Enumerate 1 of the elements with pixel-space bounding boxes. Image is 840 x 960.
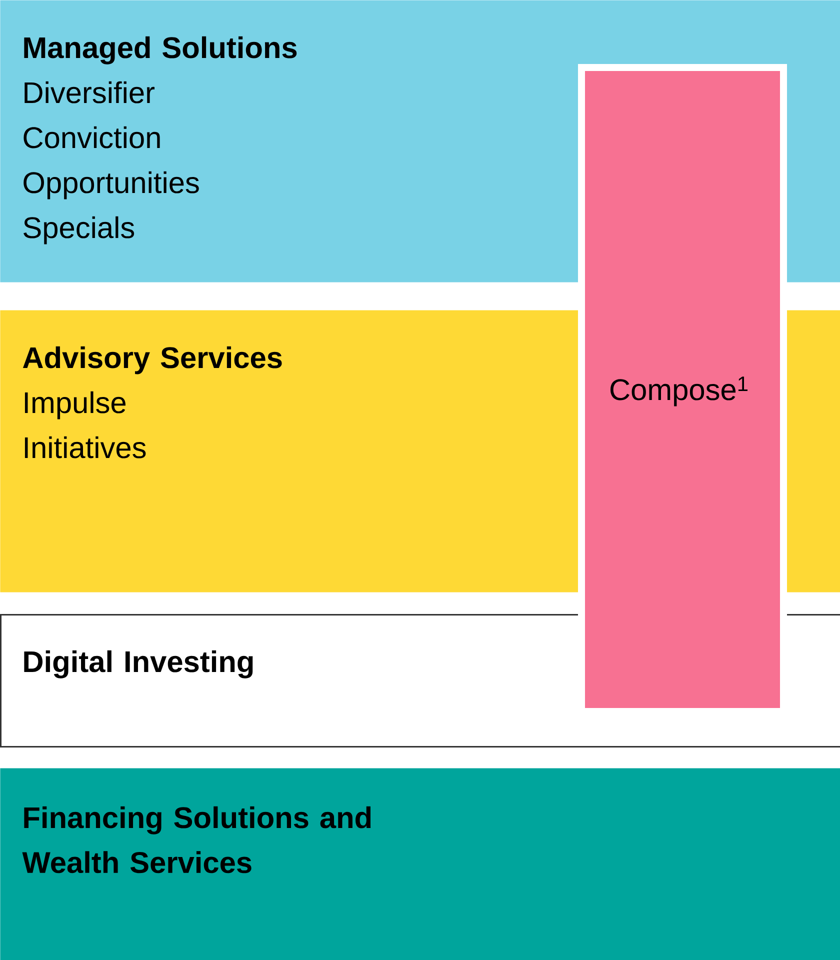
category-band: Financing Solutions and Wealth Services: [0, 768, 840, 960]
